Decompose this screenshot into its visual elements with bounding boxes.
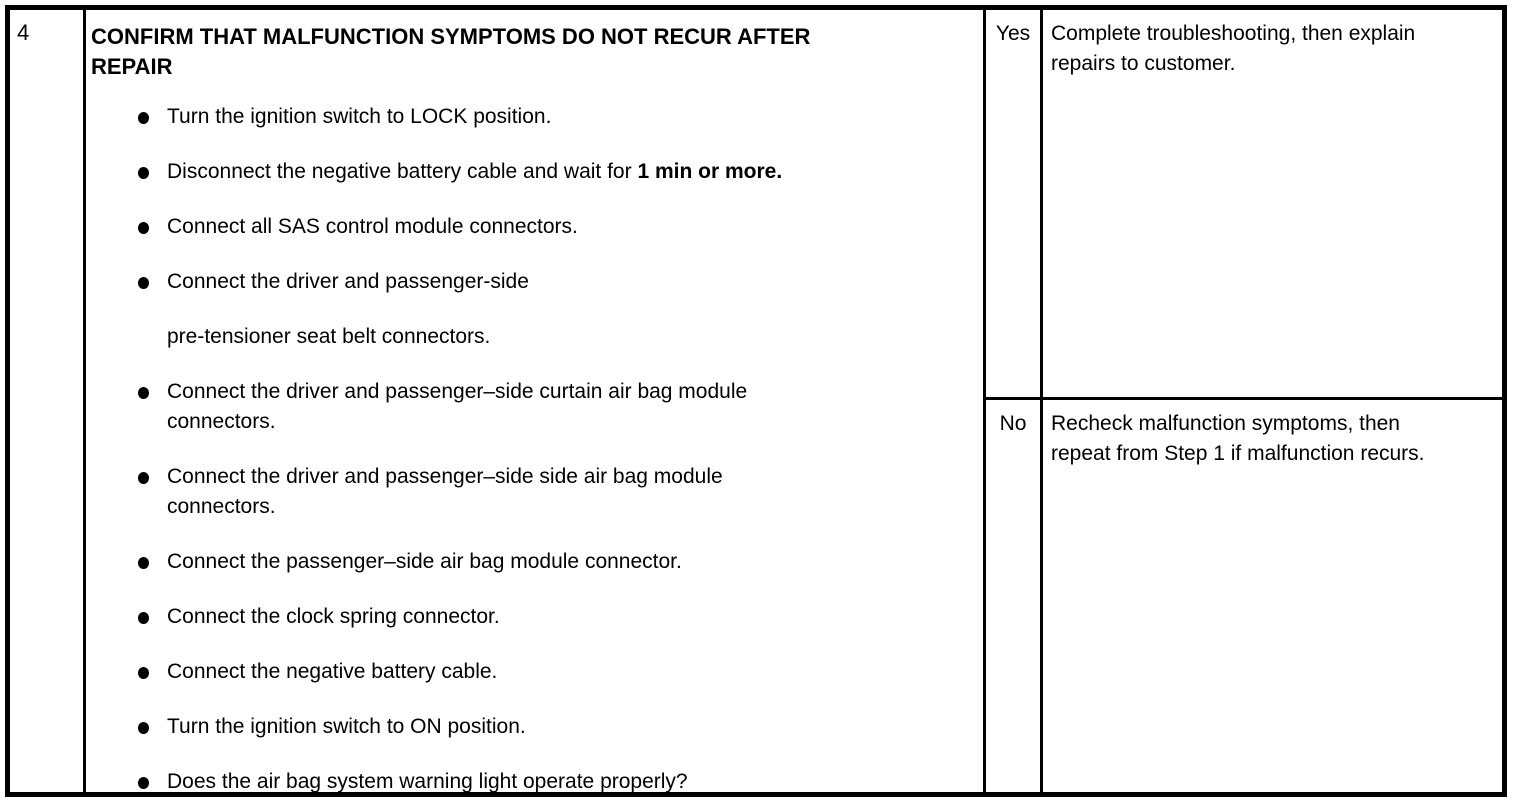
step-title-line-2: REPAIR (91, 54, 173, 79)
instruction-text: Disconnect the negative battery cable an… (167, 160, 638, 183)
step-number: 4 (17, 20, 30, 45)
instruction-bold-text: 1 min or more. (637, 160, 783, 183)
action-yes-cell: Complete troubleshooting, then explain r… (1040, 10, 1502, 400)
verdict-no-label: No (999, 412, 1027, 435)
instruction-line: Connect the clock spring connector. (167, 605, 500, 628)
instruction-line: Connect all SAS control module connector… (167, 215, 578, 238)
action-line: repairs to customer. (1051, 52, 1236, 75)
instruction-item: Does the air bag system warning light op… (91, 767, 977, 792)
instruction-list: Turn the ignition switch to LOCK positio… (91, 102, 977, 792)
instruction-item: Connect the clock spring connector. (91, 602, 977, 632)
verdict-yes-label: Yes (995, 22, 1031, 45)
instruction-line: Does the air bag system warning light op… (167, 770, 688, 792)
instruction-line: connectors. (167, 495, 276, 518)
verdict-no-cell: No (983, 400, 1040, 792)
instruction-line: Connect the driver and passenger–side si… (167, 465, 723, 488)
instruction-item: Turn the ignition switch to ON position. (91, 712, 977, 742)
verdict-yes-cell: Yes (983, 10, 1040, 400)
troubleshooting-step-table: 4 CONFIRM THAT MALFUNCTION SYMPTOMS DO N… (5, 5, 1507, 797)
instruction-item: Disconnect the negative battery cable an… (91, 157, 977, 187)
instruction-item: Connect the driver and passenger–side si… (91, 462, 977, 522)
inspection-cell: CONFIRM THAT MALFUNCTION SYMPTOMS DO NOT… (83, 10, 983, 792)
step-title-line-1: CONFIRM THAT MALFUNCTION SYMPTOMS DO NOT… (91, 24, 811, 49)
instruction-line: Connect the negative battery cable. (167, 660, 498, 683)
instruction-item: Connect all SAS control module connector… (91, 212, 977, 242)
action-line: Recheck malfunction symptoms, then (1051, 412, 1400, 435)
instruction-line: Connect the passenger–side air bag modul… (167, 550, 682, 573)
instruction-item: Connect the negative battery cable. (91, 657, 977, 687)
instruction-line: Connect the driver and passenger-side (167, 270, 529, 293)
action-line: repeat from Step 1 if malfunction recurs… (1051, 442, 1425, 465)
instruction-line: Turn the ignition switch to ON position. (167, 715, 526, 738)
action-no-cell: Recheck malfunction symptoms, then repea… (1040, 400, 1502, 792)
instruction-item: Connect the driver and passenger-side pr… (91, 267, 977, 352)
instruction-line: Disconnect the negative battery cable an… (167, 157, 977, 187)
instruction-line: pre-tensioner seat belt connectors. (167, 325, 491, 348)
instruction-line: connectors. (167, 410, 276, 433)
step-number-cell: 4 (10, 10, 83, 792)
instruction-item: Connect the driver and passenger–side cu… (91, 377, 977, 437)
instruction-line: Turn the ignition switch to LOCK positio… (167, 105, 552, 128)
instruction-item: Connect the passenger–side air bag modul… (91, 547, 977, 577)
instruction-item: Turn the ignition switch to LOCK positio… (91, 102, 977, 132)
instruction-line: Connect the driver and passenger–side cu… (167, 380, 748, 403)
action-line: Complete troubleshooting, then explain (1051, 22, 1416, 45)
